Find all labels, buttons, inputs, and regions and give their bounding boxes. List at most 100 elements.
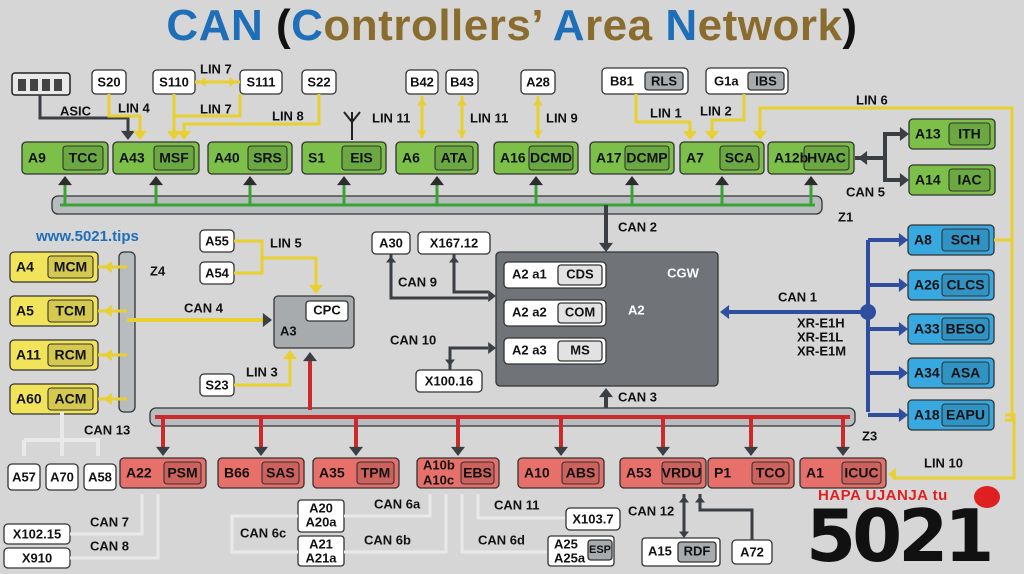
- lin4-line: [107, 94, 142, 136]
- green-drop-arrow: [58, 176, 72, 186]
- blue-unit-a18-name: EAPU: [946, 407, 985, 423]
- blue-unit-a8-name: SCH: [951, 232, 981, 248]
- red-drop-arrow: [451, 446, 465, 456]
- node-rdf: [677, 541, 717, 563]
- can2-label: CAN 2: [618, 219, 657, 234]
- node-a58: [83, 463, 117, 491]
- node-x1037: [565, 507, 621, 531]
- can6b-line: [344, 494, 448, 554]
- red-unit-ebs-id: A10c: [423, 472, 454, 487]
- lin6-line: [994, 108, 1014, 242]
- can1-label: CAN 1: [778, 289, 817, 304]
- logo-tagline: HAPA UJANJA tu: [818, 487, 948, 504]
- a2-row-id: A2 a1: [512, 266, 547, 281]
- a72-arrow: [695, 496, 705, 503]
- can3-arrow: [599, 388, 613, 398]
- yellow-unit-a60-name: ACM: [55, 391, 87, 407]
- lin4-arrow: [133, 130, 147, 140]
- green-unit-a43: [112, 141, 200, 175]
- node-a57: [7, 463, 41, 491]
- node-a30-label: A30: [379, 235, 403, 250]
- node-x100-label: X100.16: [425, 373, 473, 388]
- lin7b-arrow: [167, 130, 181, 140]
- red-unit-tco-name-box: [751, 461, 790, 485]
- blue-unit-a33-name: BESO: [946, 321, 986, 337]
- red-unit-psm: [119, 457, 207, 489]
- red-unit-ebs-name: EBS: [463, 465, 492, 481]
- red-unit-tpm-name-box: [356, 461, 395, 485]
- red-unit-sas-name: SAS: [266, 465, 295, 481]
- lin5-label: LIN 5: [270, 235, 302, 250]
- green-drop-arrow: [804, 176, 818, 186]
- red-unit-tco-id: P1: [714, 465, 731, 481]
- lin3-arrow: [283, 350, 297, 360]
- blue-unit-a33-name-box: [941, 317, 990, 341]
- green-unit-a12b-id: A12b: [774, 150, 808, 166]
- red-unit-ebs-name-box: [460, 461, 495, 485]
- red-drop-arrow: [836, 446, 850, 456]
- node-a54-label: A54: [205, 265, 230, 280]
- red-unit-sas-name-box: [261, 461, 300, 485]
- lin9-arrow: [533, 99, 543, 106]
- green-unit-a40: [207, 141, 293, 175]
- blue-unit-a8-name-box: [941, 228, 990, 252]
- green-unit-s1: [301, 141, 387, 175]
- a2-row-id: A2 a2: [512, 304, 547, 319]
- xr-e1h-label: XR-E1H: [797, 315, 845, 330]
- red-unit-tco: [707, 457, 795, 489]
- node-a21-label: A21: [309, 536, 333, 551]
- sensor-g1a-label: G1a: [714, 73, 739, 88]
- node-a70: [45, 463, 79, 491]
- lin2-arrow: [705, 130, 719, 140]
- a2-row-id: A2 a3: [512, 342, 547, 357]
- lin7a-arrow: [199, 77, 206, 87]
- title-part: CAN: [166, 1, 264, 50]
- red-unit-vrdu-name-box: [661, 461, 702, 485]
- node-a58-label: A58: [88, 469, 112, 484]
- green-unit-s1-name: EIS: [350, 150, 373, 166]
- node-a20a-label: A20a: [305, 514, 337, 529]
- z1-label: Z1: [838, 209, 853, 224]
- red-drop-arrow: [744, 446, 758, 456]
- blue-branch-arrow: [898, 408, 908, 422]
- asic-pin: [18, 79, 26, 91]
- red-unit-ebs-id: A10b: [423, 457, 455, 472]
- logo-dot: [974, 486, 1000, 508]
- red-drop-arrow: [554, 446, 568, 456]
- lin11a-arrow: [417, 130, 427, 137]
- red-unit-tco-name: TCO: [756, 465, 786, 481]
- blue-branch-arrow: [898, 233, 908, 247]
- red-unit-tpm-name: TPM: [361, 465, 391, 481]
- xr-e1m-label: XR-E1M: [797, 343, 846, 358]
- node-esp: [587, 539, 613, 561]
- sensor-rls: [644, 71, 684, 91]
- z4-label: Z4: [150, 263, 166, 278]
- green-drop-arrow: [149, 176, 163, 186]
- asic-pin: [30, 79, 38, 91]
- a2-cgw-label: CGW: [667, 265, 700, 280]
- green-unit-a40-name: SRS: [253, 150, 282, 166]
- can11-label: CAN 11: [494, 497, 540, 512]
- red-drop-arrow: [156, 446, 170, 456]
- green-unit-a7-name: SCA: [725, 150, 755, 166]
- blue-unit-a34-name-box: [941, 361, 990, 385]
- lin8-line: [182, 94, 321, 136]
- can9-line: [389, 254, 488, 300]
- green-unit-s1-name-box: [341, 145, 382, 171]
- green-drop-arrow: [243, 176, 257, 186]
- website-label: www.5021.tips: [36, 228, 139, 245]
- green-unit-a14-name: IAC: [957, 172, 981, 188]
- red-drop-arrow: [254, 446, 268, 456]
- green-unit-a13-name: ITH: [958, 126, 981, 142]
- lin2-label: LIN 2: [700, 103, 732, 118]
- green-unit-a17-name-box: [624, 145, 670, 171]
- yellow-unit-a5-name: TCM: [55, 303, 85, 319]
- green-unit-a13-id: A13: [915, 126, 941, 142]
- blue-unit-a18-name-box: [941, 403, 990, 427]
- sensor-b43-label: B43: [450, 74, 474, 89]
- title-part: N: [665, 1, 698, 50]
- diagram-title: CAN (Controllers’ Area Network): [0, 0, 1024, 52]
- a2-id-label: A2: [628, 302, 645, 317]
- green-unit-a43-name-box: [153, 145, 195, 171]
- lin10-label: LIN 10: [924, 455, 963, 470]
